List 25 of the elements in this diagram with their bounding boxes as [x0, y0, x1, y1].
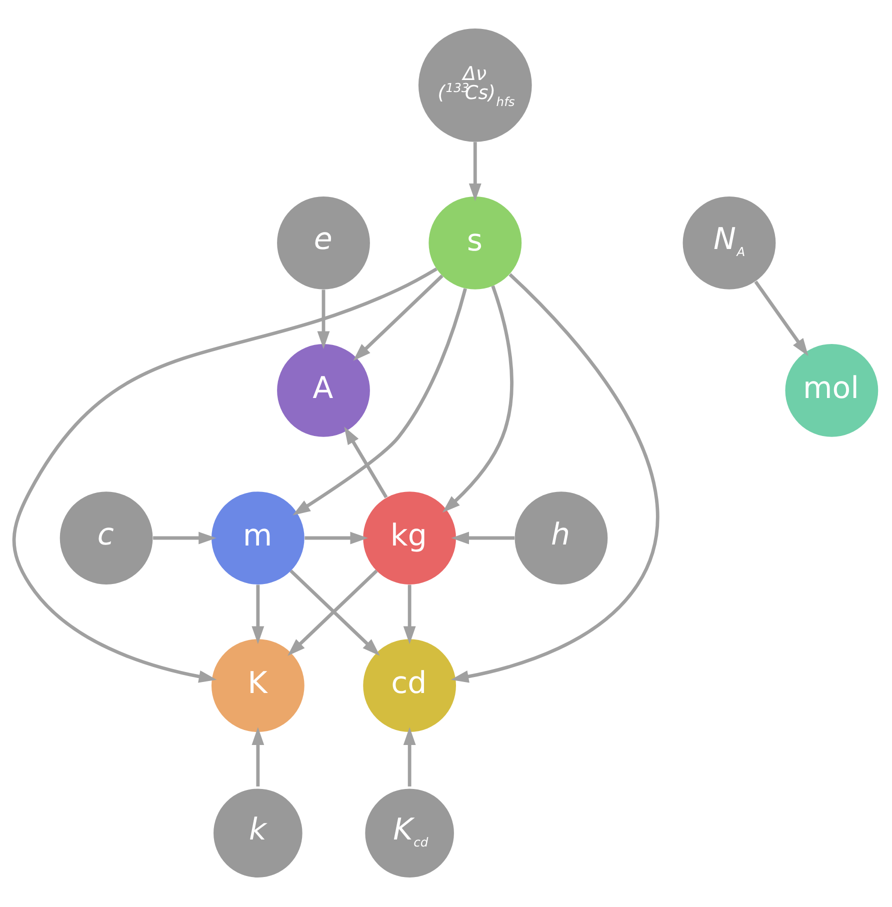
arrow: [451, 531, 514, 544]
arrow: [450, 272, 659, 682]
arrow: [353, 274, 444, 360]
arrow: [252, 584, 264, 644]
arrow: [252, 726, 264, 786]
arrow: [12, 266, 438, 682]
arrow: [442, 284, 514, 512]
node-circle: Δν ($^{133}$Cs)$_{hfs}$: [418, 28, 532, 142]
node-circle: mol: [785, 344, 878, 436]
arrow: [468, 142, 482, 201]
arrow: [304, 531, 368, 544]
arrow: [403, 584, 416, 644]
node-circle: c: [60, 491, 153, 584]
arrow: [317, 289, 330, 349]
arrow: [344, 426, 388, 498]
node-circle: e: [277, 196, 370, 289]
arrow: [153, 531, 216, 544]
node-circle: m: [211, 491, 304, 584]
arrow: [754, 280, 808, 356]
node-circle: N$_{A}$: [682, 196, 776, 289]
node-circle: kg: [363, 491, 456, 584]
arrow: [292, 288, 467, 515]
node-circle: s: [428, 196, 522, 289]
node-circle: h: [514, 491, 608, 584]
arrow: [403, 726, 416, 786]
